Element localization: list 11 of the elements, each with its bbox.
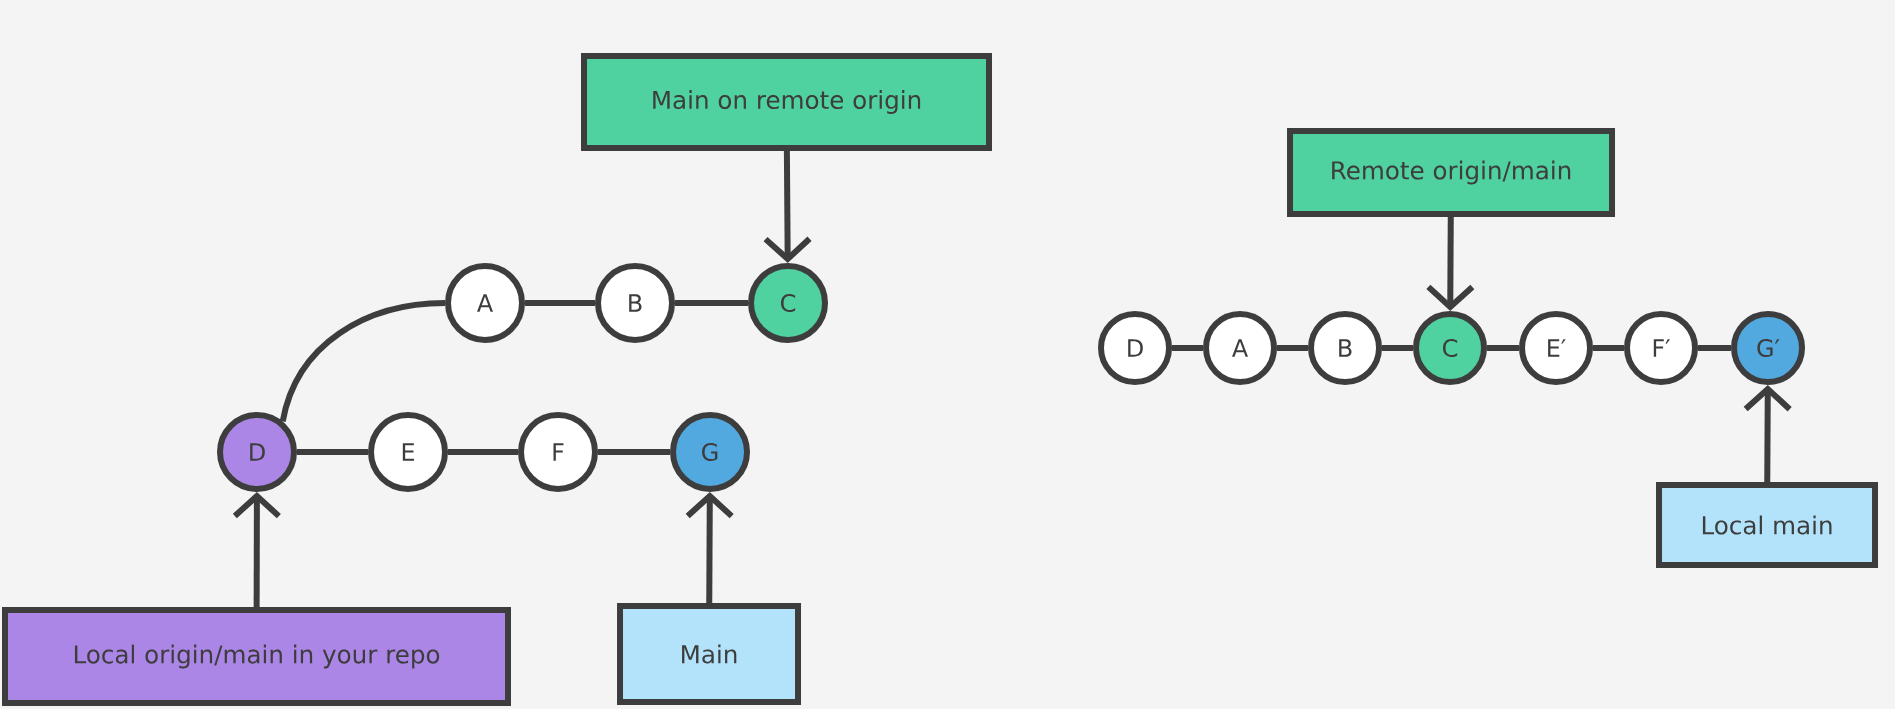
label-box: Main xyxy=(617,603,801,705)
arrow xyxy=(232,492,281,607)
label-box: Remote origin/main xyxy=(1287,128,1615,217)
arrow xyxy=(763,151,812,263)
label-box: Local main xyxy=(1656,482,1878,568)
arrow xyxy=(685,492,734,603)
label-box: Local origin/main in your repo xyxy=(2,607,511,706)
label-box: Main on remote origin xyxy=(581,53,992,151)
arrow xyxy=(1743,385,1792,482)
branch-line xyxy=(279,300,446,423)
branch-line xyxy=(1593,345,1625,351)
